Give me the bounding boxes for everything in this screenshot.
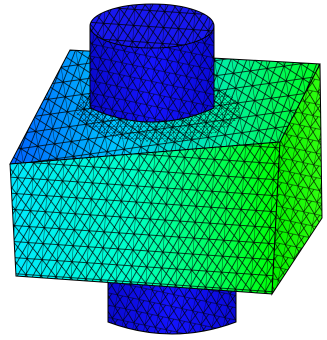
upper-shaft (89, 3, 215, 123)
block-front-face (9, 141, 281, 295)
lower-shaft (107, 280, 237, 335)
block-side-face (271, 63, 323, 296)
